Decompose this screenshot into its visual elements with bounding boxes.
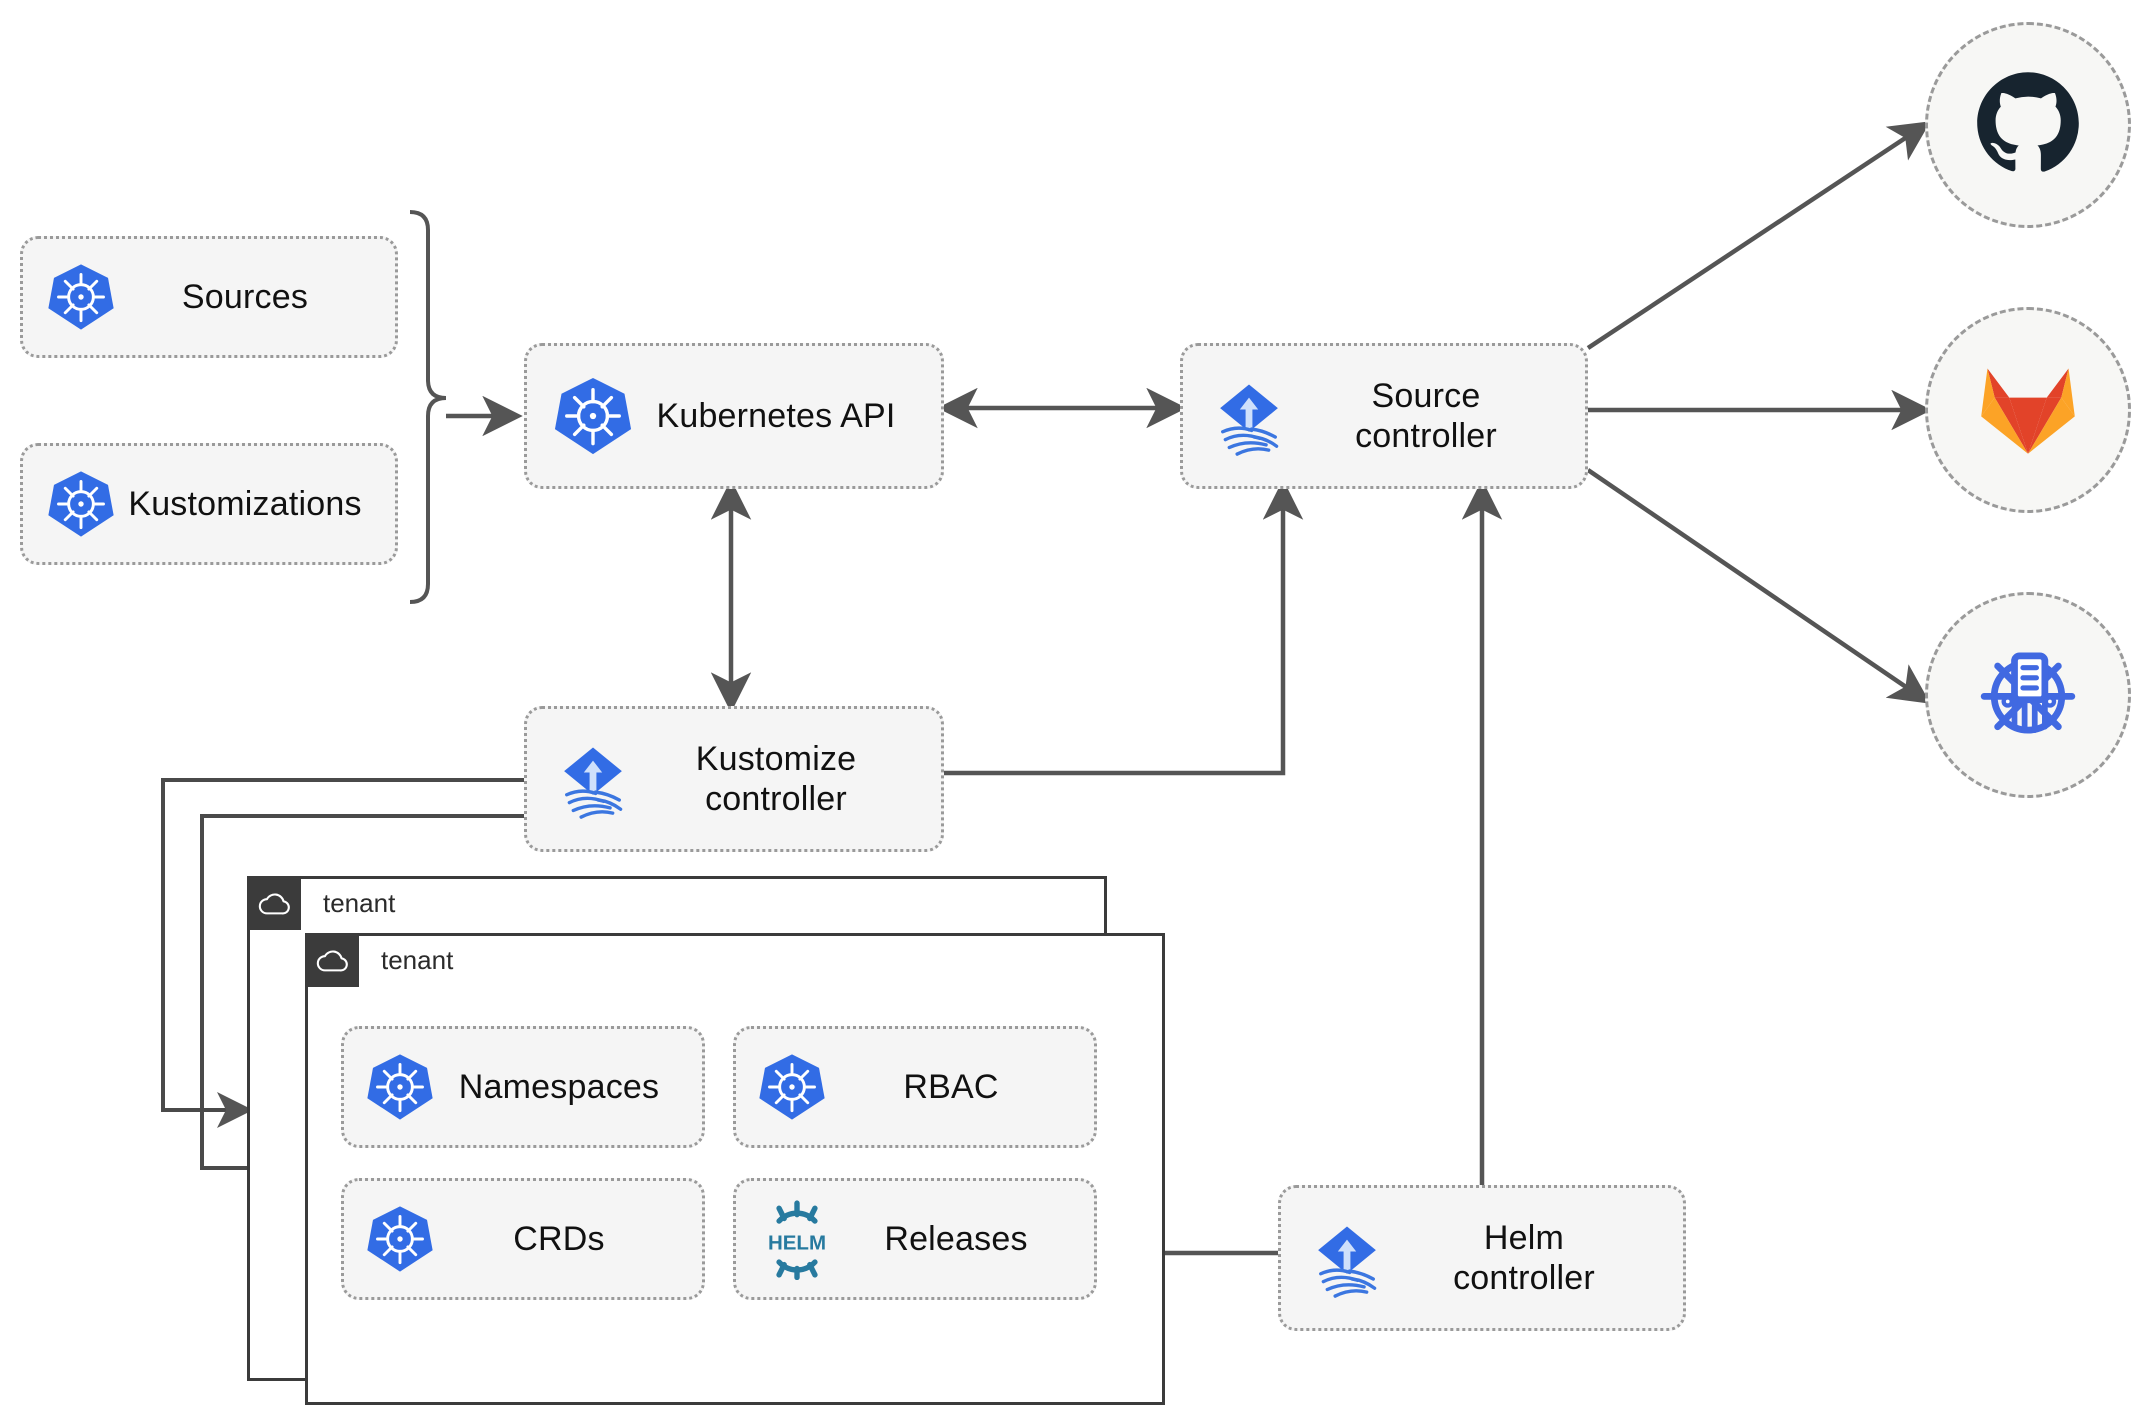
tenant-resource-label: Releases	[884, 1219, 1028, 1258]
resource-card-sources[interactable]: Sources	[20, 236, 398, 358]
gitlab-icon	[1976, 358, 2080, 463]
tenant-outer-header: tenant	[247, 876, 395, 930]
node-label: Kubernetes API	[656, 396, 896, 435]
resource-card-label: Kustomizations	[128, 484, 362, 523]
wire-source-to-harbor	[1586, 468, 1931, 704]
flux-icon	[551, 737, 635, 821]
tenant-resource-rbac[interactable]: RBAC	[733, 1026, 1097, 1148]
wire-kustomize-to-tenant-outer	[161, 778, 524, 1128]
kubernetes-icon	[551, 374, 635, 458]
kubernetes-icon	[756, 1051, 828, 1123]
tenant-resource-label: RBAC	[903, 1067, 999, 1106]
kubernetes-icon	[45, 468, 117, 540]
provider-gitlab[interactable]	[1925, 307, 2131, 513]
svg-text:HELM: HELM	[768, 1231, 826, 1254]
tenant-resource-releases[interactable]: HELM Releases	[733, 1178, 1097, 1300]
kubernetes-icon	[45, 261, 117, 333]
node-label: Source controller	[1355, 376, 1497, 455]
node-label: Kustomize controller	[695, 739, 857, 818]
harbor-icon	[1974, 639, 2082, 752]
node-helm-controller[interactable]: Helm controller	[1278, 1185, 1686, 1331]
wire-kustomize-to-source	[944, 479, 1304, 776]
kubernetes-icon	[364, 1051, 436, 1123]
provider-github[interactable]	[1925, 22, 2131, 228]
node-source-controller[interactable]: Source controller	[1180, 343, 1588, 489]
wire-source-to-github	[1586, 121, 1931, 350]
flux-icon	[1305, 1216, 1389, 1300]
flux-icon	[1207, 374, 1291, 458]
cloud-icon	[247, 876, 301, 930]
tenant-resource-namespaces[interactable]: Namespaces	[341, 1026, 705, 1148]
resource-group-brace	[409, 210, 447, 604]
kubernetes-icon	[364, 1203, 436, 1275]
resource-card-kustomizations[interactable]: Kustomizations	[20, 443, 398, 565]
tenant-container-inner	[305, 933, 1165, 1405]
node-kubernetes-api[interactable]: Kubernetes API	[524, 343, 944, 489]
node-label: Helm controller	[1453, 1218, 1595, 1297]
github-icon	[1975, 70, 2081, 181]
tenant-label: tenant	[381, 944, 454, 975]
resource-card-label: Sources	[181, 277, 309, 316]
tenant-label: tenant	[323, 887, 396, 918]
tenant-resource-label: Namespaces	[458, 1067, 660, 1106]
tenant-inner-header: tenant	[305, 933, 453, 987]
tenant-resource-label: CRDs	[513, 1219, 605, 1258]
helm-icon: HELM	[756, 1198, 838, 1280]
tenant-resource-crds[interactable]: CRDs	[341, 1178, 705, 1300]
provider-harbor[interactable]	[1925, 592, 2131, 798]
cloud-icon	[305, 933, 359, 987]
node-kustomize-controller[interactable]: Kustomize controller	[524, 706, 944, 852]
